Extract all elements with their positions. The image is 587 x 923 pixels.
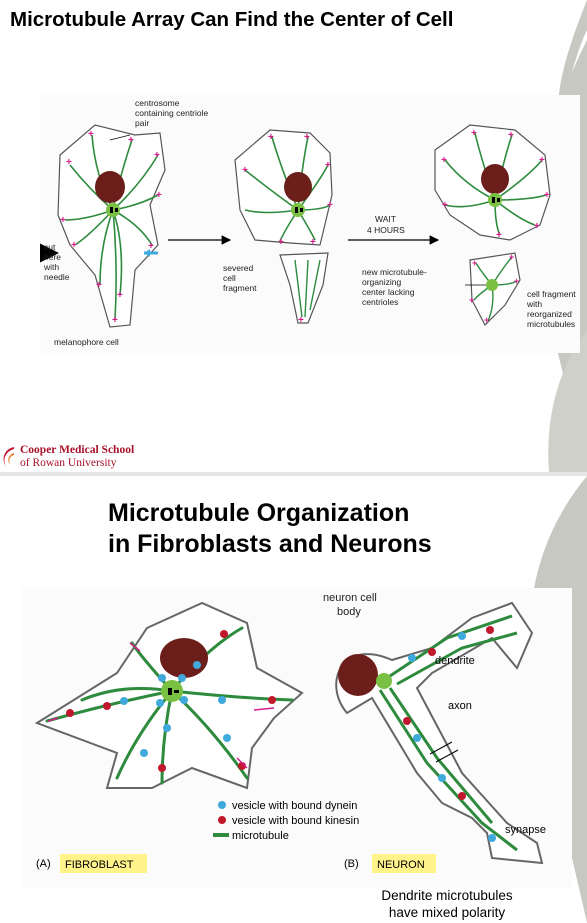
svg-text:+: + (154, 150, 160, 161)
svg-text:+: + (471, 128, 477, 139)
svg-text:+: + (156, 190, 162, 201)
svg-text:+: + (88, 129, 94, 140)
melanophore-diagram: + + + + + + + + + + + centrosome containing cen… (35, 95, 580, 353)
recovered-cell: + + + + + + + + + + + + + (434, 124, 551, 327)
melanophore-figure: + + + + + + + + + + + centrosome containing cen… (35, 98, 578, 347)
svg-text:+: + (325, 160, 331, 171)
svg-text:vesicle with bound kinesin: vesicle with bound kinesin (232, 815, 359, 827)
svg-text:cell fragment with: cell fragment with reorganized microtubu… (526, 289, 578, 329)
logo-name: Cooper Medical School (20, 444, 135, 456)
svg-text:+: + (60, 215, 66, 226)
svg-text:+: + (66, 157, 72, 168)
svg-text:cut here with: cut here with needle (43, 242, 70, 282)
neuron-highlight (372, 854, 436, 873)
severed-cell: + + + + + + + + (234, 129, 333, 326)
svg-text:+: + (472, 258, 477, 268)
svg-text:FIBROBLAST: FIBROBLAST (65, 859, 134, 871)
slide-1-title: Microtubule Array Can Find the Center of… (10, 8, 454, 31)
svg-text:+: + (304, 132, 310, 143)
logo-subtitle: of Rowan University (20, 457, 117, 469)
svg-text:melanophore cell: melanophore cell (54, 337, 119, 347)
slide-divider (0, 472, 587, 476)
nucleus (95, 171, 125, 203)
svg-text:+: + (96, 280, 102, 291)
slide-2: Microtubule Organization in Fibroblasts … (0, 476, 587, 923)
svg-text:centrosome containing: centrosome containing centriole pair (135, 98, 211, 128)
svg-text:dendrite: dendrite (435, 655, 475, 667)
svg-text:+: + (298, 315, 304, 326)
svg-text:+: + (469, 295, 474, 305)
fibroblast-cell (34, 601, 304, 790)
svg-text:+: + (484, 315, 489, 325)
svg-text:+: + (268, 132, 274, 143)
dynein-icon (218, 801, 226, 809)
legend: vesicle with bound dynein vesicle with b… (213, 800, 359, 842)
microtubule-icon (213, 833, 229, 837)
svg-text:microtubule: microtubule (232, 830, 289, 842)
svg-text:+: + (442, 200, 448, 211)
svg-text:WAIT 4 HOURS: WAIT 4 HOURS (367, 214, 405, 235)
logo-mark-icon (3, 447, 14, 467)
svg-text:+: + (117, 290, 123, 301)
slide-2-title: Microtubule Organization in Fibroblasts … (108, 499, 432, 558)
organization-figure: vesicle with bound dynein vesicle with b… (34, 592, 546, 873)
kinesin-icon (218, 816, 226, 824)
svg-text:+: + (509, 252, 514, 262)
intact-cell: + + + + + + + + + + + (35, 124, 166, 328)
svg-text:+: + (148, 241, 154, 252)
svg-text:+: + (242, 165, 248, 176)
slide-1: Microtubule Array Can Find the Center of… (0, 0, 587, 472)
fibroblast-neuron-diagram: vesicle with bound dynein vesicle with b… (22, 588, 572, 888)
svg-text:(A): (A) (36, 858, 51, 870)
svg-text:+: + (71, 240, 77, 251)
svg-text:synapse: synapse (505, 824, 546, 836)
svg-text:severed cell f: severed cell fragment (223, 263, 257, 293)
svg-text:+: + (112, 315, 118, 326)
svg-text:+: + (539, 155, 545, 166)
polarity-note: Dendrite microtubules have mixed polarit… (381, 888, 513, 920)
svg-text:axon: axon (448, 700, 472, 712)
svg-text:+: + (534, 221, 540, 232)
cooper-logo: Cooper Medical School of Rowan Universit… (0, 444, 160, 472)
svg-text:+: + (508, 130, 514, 141)
svg-text:+: + (327, 200, 333, 211)
svg-text:+: + (278, 237, 284, 248)
svg-text:+: + (544, 190, 550, 201)
svg-text:(B): (B) (344, 858, 359, 870)
svg-text:+: + (441, 155, 447, 166)
svg-text:+: + (310, 237, 316, 248)
svg-text:NEURON: NEURON (377, 859, 425, 871)
fibroblast-highlight (60, 854, 147, 873)
svg-text:vesicle with bound dynein: vesicle with bound dynein (232, 800, 357, 812)
neuron-cell (335, 601, 544, 865)
svg-text:neuron cell body: neuron cell body (323, 592, 380, 618)
svg-text:+: + (496, 230, 502, 241)
svg-text:+: + (514, 276, 519, 286)
svg-text:new microtubule- organ: new microtubule- organizing center lacki… (362, 267, 429, 307)
svg-text:+: + (128, 135, 134, 146)
